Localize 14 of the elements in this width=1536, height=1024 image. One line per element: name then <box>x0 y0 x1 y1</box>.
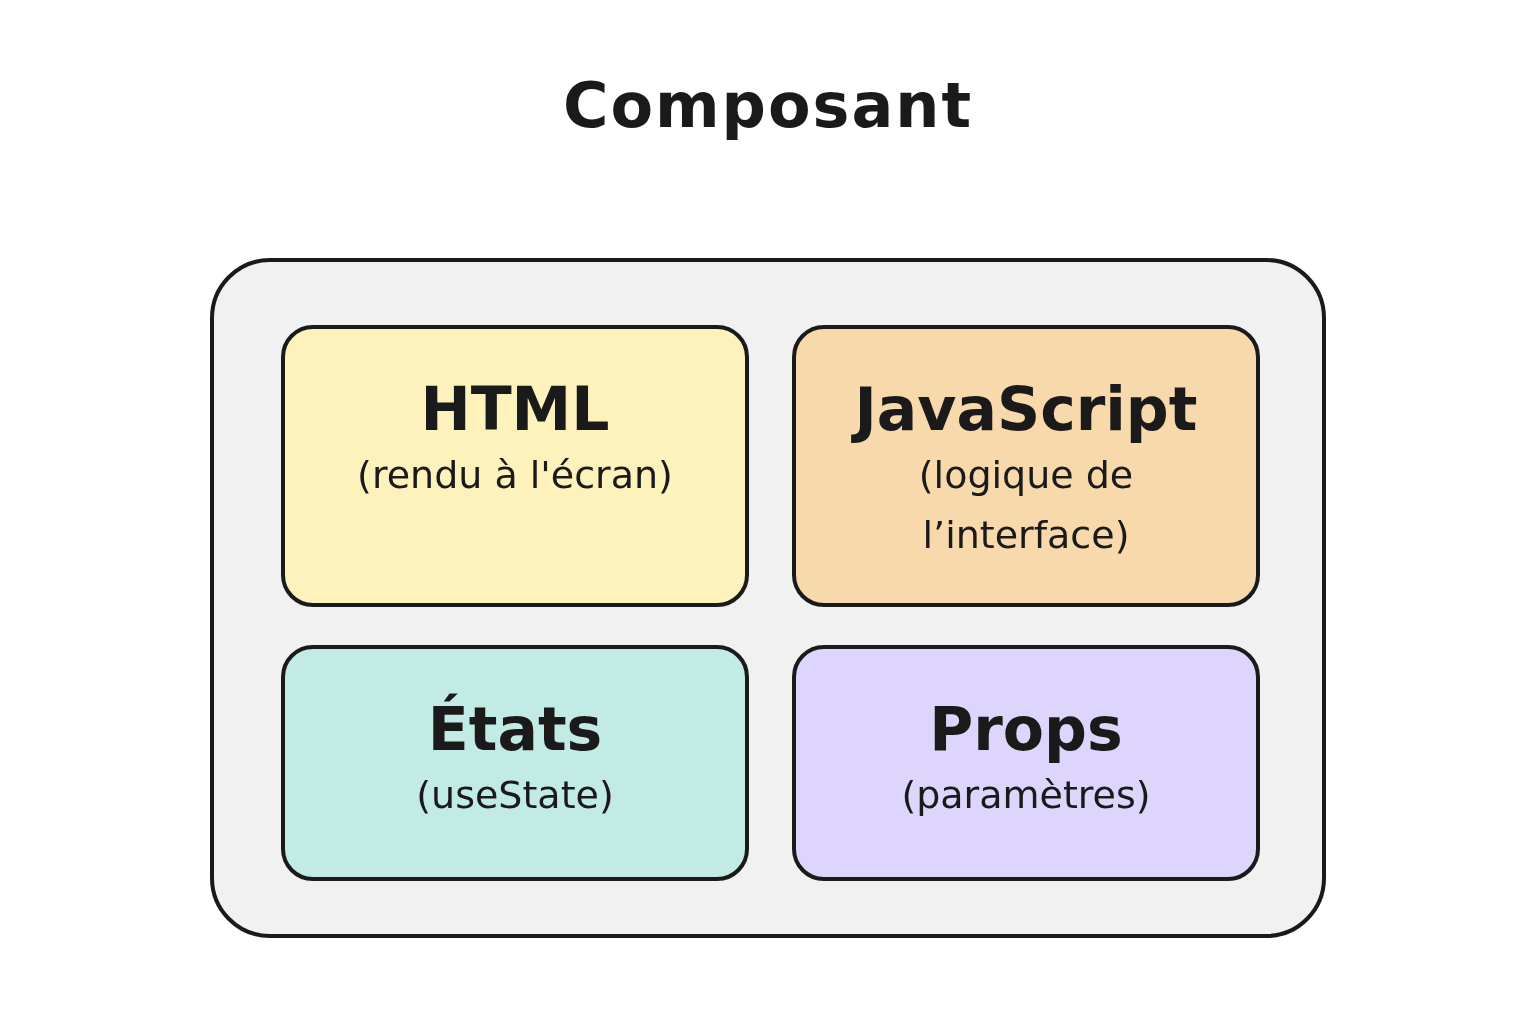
card-heading: HTML <box>419 373 611 445</box>
card-heading: Props <box>928 693 1124 765</box>
content-card <box>792 325 1260 607</box>
card-subtitle: (logique de l’interface) <box>917 452 1135 559</box>
content-card <box>792 645 1260 881</box>
diagram-title: Composant <box>561 68 975 144</box>
card-subtitle: (rendu à l'écran) <box>356 452 674 499</box>
content-card <box>281 325 749 607</box>
component-panel <box>210 258 1326 938</box>
content-card <box>281 645 749 881</box>
card-heading: JavaScript <box>796 373 1256 445</box>
card-subtitle: (paramètres) <box>900 772 1152 819</box>
card-heading: États <box>426 693 604 765</box>
card-subtitle: (useState) <box>415 772 615 819</box>
